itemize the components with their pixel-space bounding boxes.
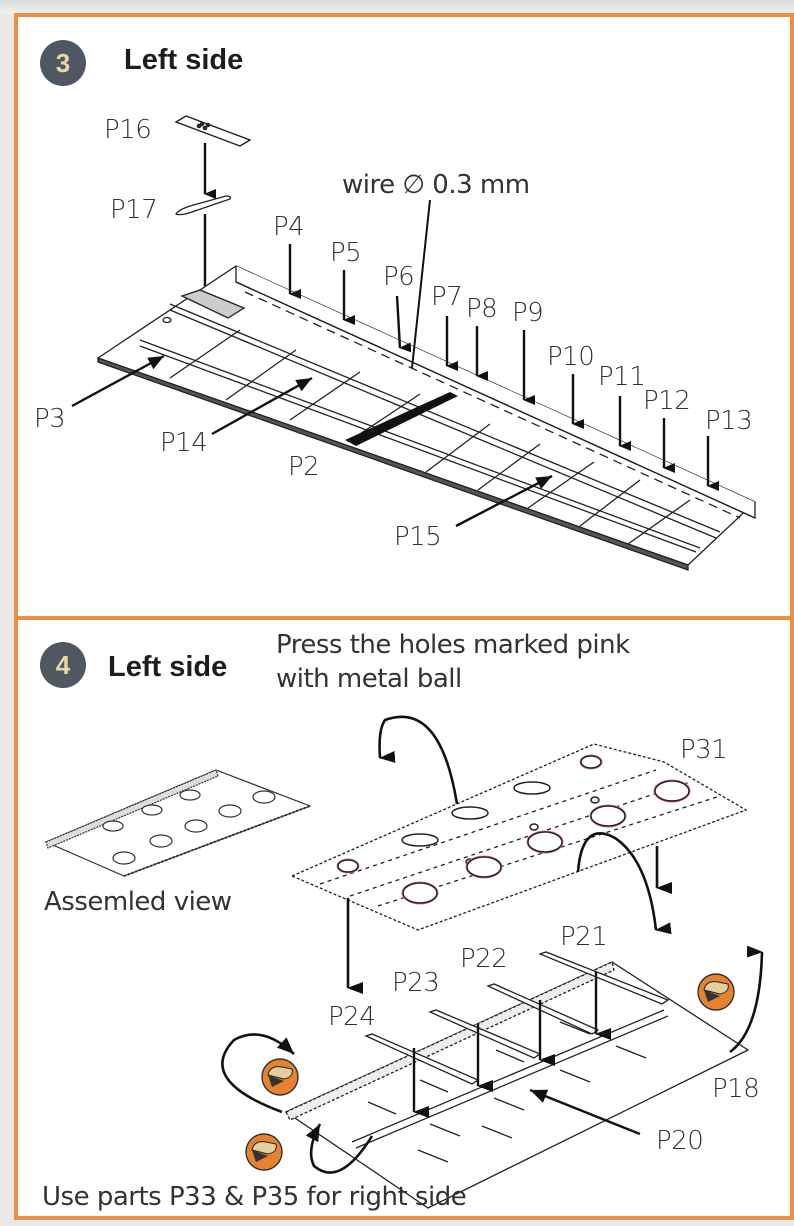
label-p20: P20	[656, 1126, 704, 1156]
label-p5: P5	[330, 238, 362, 268]
label-p9: P9	[512, 298, 544, 328]
bend-tool-icon	[697, 973, 735, 1011]
bend-arrows	[221, 945, 764, 1174]
label-p11: P11	[598, 362, 646, 392]
label-p7: P7	[431, 282, 463, 312]
bend-tool-icon	[245, 1133, 283, 1171]
instruction-line-1: Press the holes marked pink	[276, 630, 630, 660]
assembled-view-caption: Assemled view	[44, 887, 232, 917]
label-p2: P2	[288, 452, 320, 482]
rib-arrows	[71, 199, 719, 528]
label-p22: P22	[460, 944, 508, 974]
step-4-badge: 4	[40, 642, 86, 688]
step-3-badge: 3	[40, 40, 86, 86]
label-p6: P6	[383, 262, 415, 292]
part-p31-skin	[290, 743, 748, 931]
top-bar	[0, 0, 794, 14]
fold-arrows	[346, 715, 672, 994]
step-4-title: Left side	[108, 651, 228, 683]
label-p21: P21	[560, 922, 608, 952]
label-p14: P14	[160, 428, 208, 458]
wire-strip	[345, 392, 458, 446]
pink-marked-holes	[336, 754, 691, 905]
label-p13: P13	[705, 406, 753, 436]
label-p10: P10	[547, 342, 595, 372]
instruction-line-2: with metal ball	[276, 664, 462, 694]
label-p17: P17	[110, 195, 158, 225]
wing-frame-step3	[96, 265, 757, 571]
part-p16-plate	[174, 115, 252, 147]
part-p17-bar	[175, 195, 232, 216]
label-p16: P16	[104, 115, 152, 145]
wire-note: wire ∅ 0.3 mm	[342, 170, 530, 200]
assembled-view-wing	[44, 769, 312, 877]
label-p23: P23	[392, 968, 440, 998]
label-p8: P8	[466, 294, 498, 324]
footer-note: Use parts P33 & P35 for right side	[42, 1182, 467, 1212]
skin-holes	[401, 781, 600, 866]
label-p24: P24	[328, 1002, 376, 1032]
label-p18: P18	[712, 1074, 760, 1104]
bend-tool-icon	[261, 1058, 299, 1096]
label-p4: P4	[273, 212, 305, 242]
label-p3: P3	[34, 404, 66, 434]
label-p15: P15	[394, 522, 442, 552]
label-p12: P12	[643, 386, 691, 416]
rib-arrows-step4	[412, 972, 641, 1136]
step-3-title: Left side	[124, 44, 244, 76]
label-p31: P31	[680, 735, 728, 765]
